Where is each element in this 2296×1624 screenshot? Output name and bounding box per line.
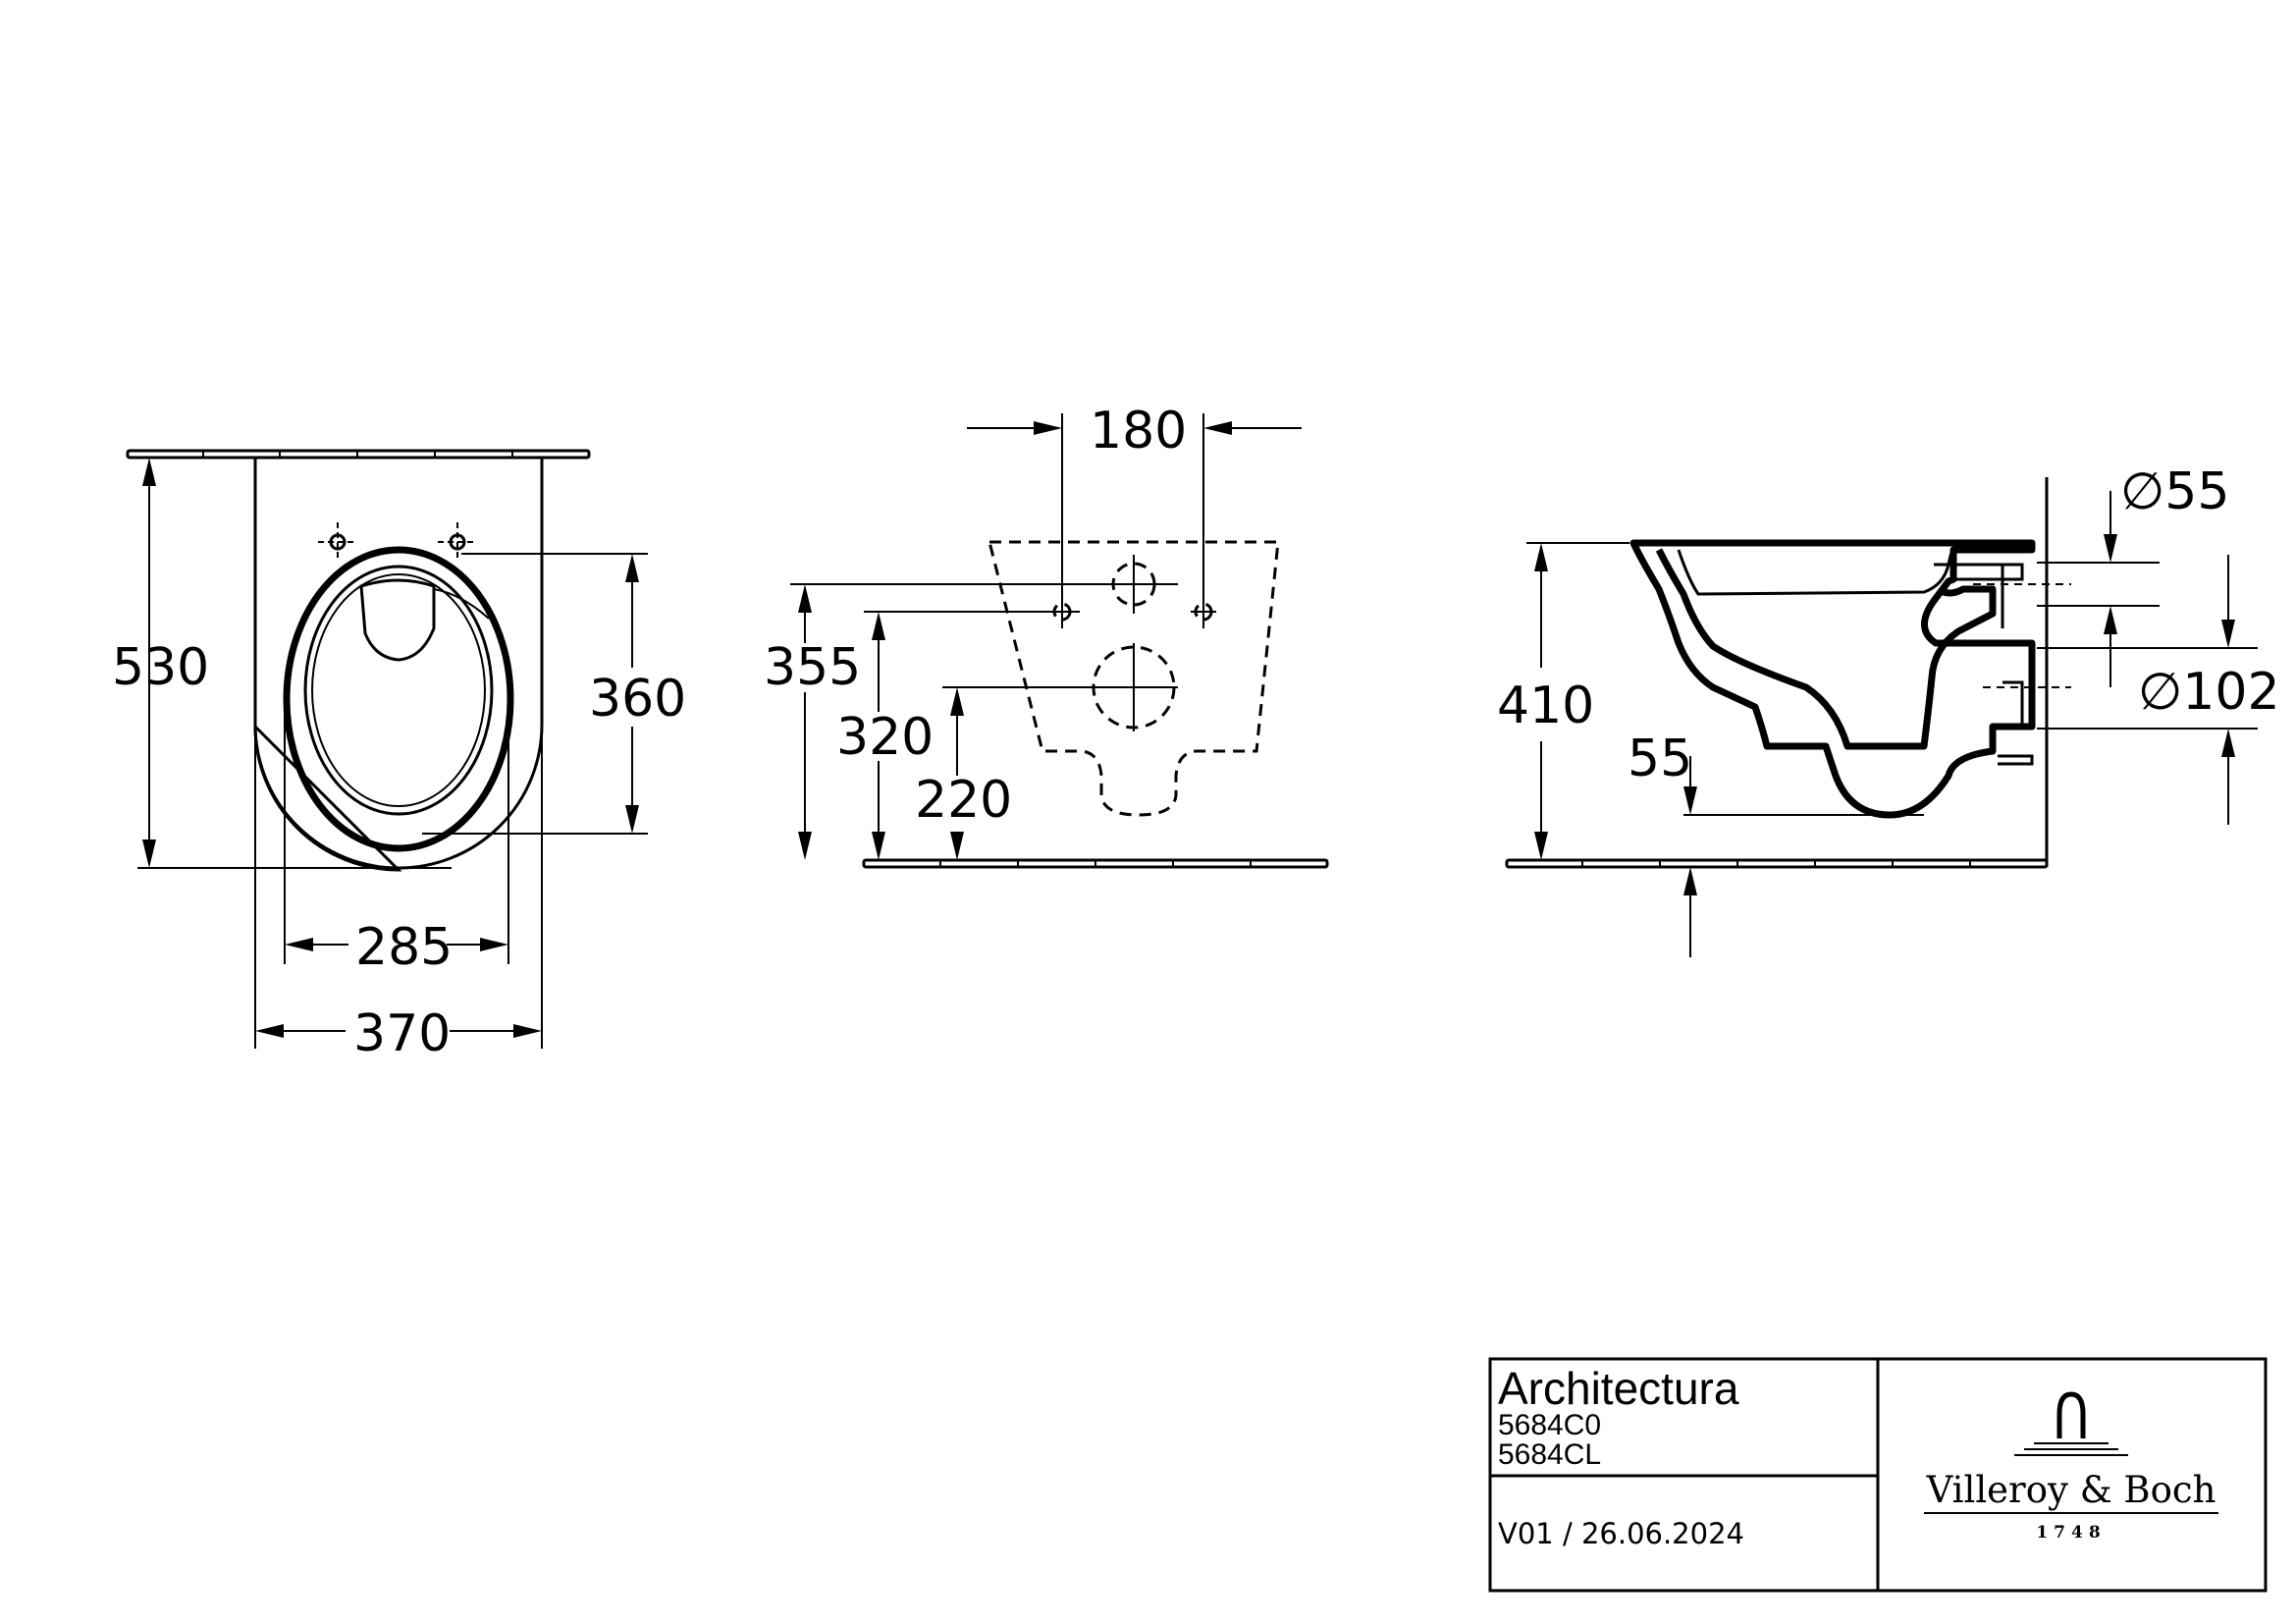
dim-line-285 — [284, 707, 509, 964]
title-block: Architectura 5684C0 5684CL V01 / 26.06.2… — [1488, 1357, 2268, 1593]
bowl-outline — [253, 458, 402, 872]
seat-inner-ring — [303, 565, 494, 816]
dim-label-180: 180 — [1090, 402, 1187, 460]
dim-line-410 — [1526, 542, 1629, 860]
dim-label-285: 285 — [355, 918, 453, 977]
dim-label-355: 355 — [764, 638, 861, 697]
dim-line-370 — [254, 725, 543, 1049]
fixing-hole-left — [318, 522, 357, 562]
product-code-1: 5684C0 — [1498, 1409, 1601, 1441]
side-view: ∅55 ∅102 410 55 — [1497, 462, 2280, 957]
dim-label-diam55: ∅55 — [2120, 462, 2229, 521]
front-view: 530 360 285 37 — [112, 449, 686, 1063]
bowl-profile-outer — [1629, 539, 2036, 819]
floor-strip-side — [1505, 858, 2049, 869]
fixing-hole-right — [438, 522, 477, 562]
floor-strip-back — [862, 858, 1329, 869]
brand-logo-icon — [2014, 1391, 2128, 1456]
dim-label-diam102: ∅102 — [2138, 663, 2280, 722]
dim-label-360: 360 — [589, 670, 686, 729]
version-date: V01 / 26.06.2024 — [1498, 1517, 1744, 1550]
dim-label-220: 220 — [915, 771, 1012, 830]
back-outline-dashed — [988, 540, 1280, 817]
dim-line-55 — [1683, 756, 1924, 957]
dim-label-370: 370 — [353, 1004, 451, 1063]
brand-name: Villeroy & Boch — [1926, 1469, 2216, 1511]
product-code-2: 5684CL — [1498, 1438, 1601, 1471]
dim-label-320: 320 — [836, 708, 934, 767]
dim-label-410: 410 — [1497, 677, 1594, 735]
seat-outer-ring — [283, 546, 514, 852]
dim-line-diam102 — [1983, 555, 2258, 825]
dim-line-220 — [942, 686, 1178, 860]
dim-label-55: 55 — [1628, 730, 1692, 788]
dim-line-530 — [137, 458, 452, 869]
dim-line-diam55 — [1973, 491, 2160, 687]
brand-year: 1748 — [2036, 1523, 2106, 1543]
product-name: Architectura — [1498, 1363, 1739, 1414]
dim-line-355 — [790, 583, 1178, 860]
bowl-profile-inner — [1655, 548, 1997, 750]
back-view: 180 355 320 220 — [764, 402, 1329, 869]
dim-line-320 — [864, 611, 1080, 860]
seat-hinge-shape — [359, 578, 436, 662]
dim-line-360 — [422, 553, 648, 835]
dim-label-530: 530 — [112, 638, 209, 697]
dim-line-180 — [967, 413, 1302, 628]
